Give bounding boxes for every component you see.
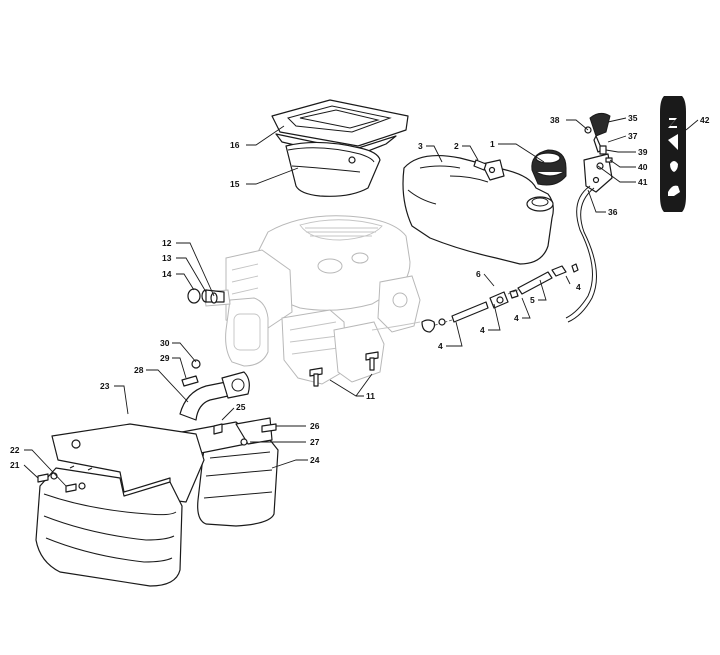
fuel-tank: [402, 155, 554, 265]
callout-38: 38: [550, 115, 560, 125]
callout-14: 14: [162, 269, 172, 279]
callout-3: 3: [418, 141, 423, 151]
callout-4: 4: [576, 282, 581, 292]
throttle-cable: [565, 185, 597, 323]
callout-11: 11: [366, 391, 375, 401]
fuel-cap: [531, 149, 567, 186]
callout-25: 25: [236, 402, 246, 412]
callout-16: 16: [230, 140, 240, 150]
callout-6: 6: [476, 269, 481, 279]
callout-4: 4: [514, 313, 519, 323]
mounting-bolts: [309, 351, 379, 387]
callout-30: 30: [160, 338, 170, 348]
callout-27: 27: [310, 437, 320, 447]
callout-22: 22: [10, 445, 20, 455]
exhaust-pipe: [179, 359, 250, 421]
callout-2: 2: [454, 141, 459, 151]
callout-29: 29: [160, 353, 170, 363]
exhaust-guard: [35, 423, 205, 587]
callout-39: 39: [638, 147, 648, 157]
callout-5: 5: [530, 295, 535, 305]
callout-15: 15: [230, 179, 240, 189]
leader-lines: [23, 117, 699, 487]
callout-41: 41: [638, 177, 648, 187]
screw: [473, 159, 487, 171]
callout-28: 28: [134, 365, 144, 375]
callout-35: 35: [628, 113, 638, 123]
callout-40: 40: [638, 162, 648, 172]
callout-1: 1: [490, 139, 495, 149]
callout-13: 13: [162, 253, 172, 263]
callout-23: 23: [100, 381, 110, 391]
callout-labels: 1 2 3 4 4 4 4 5 6 11 12 13 14 15 16 21 2…: [10, 113, 710, 470]
tank-bracket: [481, 159, 505, 181]
callout-26: 26: [310, 421, 320, 431]
callout-4: 4: [480, 325, 485, 335]
fuel-hose-assembly: [421, 263, 579, 333]
engine-block: [203, 215, 421, 385]
throttle-bracket: [583, 145, 613, 193]
callout-24: 24: [310, 455, 320, 465]
callout-21: 21: [10, 460, 20, 470]
callout-42: 42: [700, 115, 710, 125]
callout-36: 36: [608, 207, 618, 217]
air-filter-bowl: [285, 141, 381, 197]
inlet-fittings: [187, 288, 225, 304]
callout-4: 4: [438, 341, 443, 351]
throttle-decal: [660, 96, 686, 212]
callout-37: 37: [628, 131, 638, 141]
callout-12: 12: [162, 238, 172, 248]
